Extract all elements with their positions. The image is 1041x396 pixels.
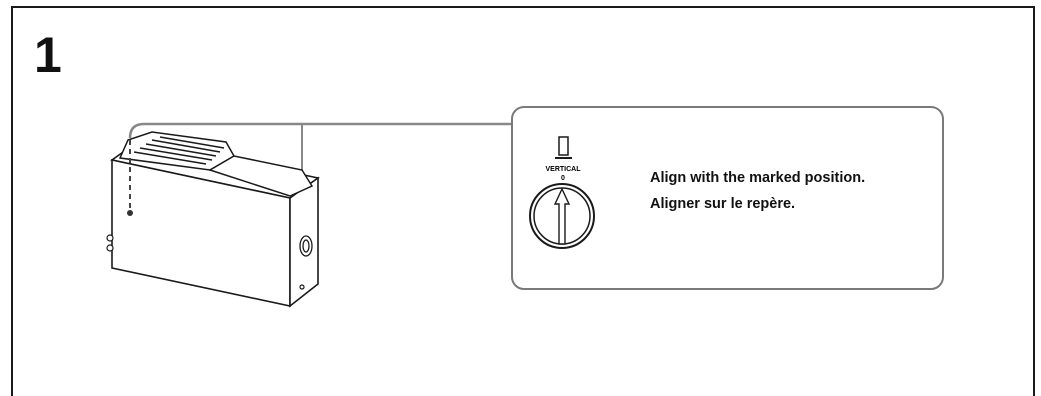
indicator-dot	[127, 210, 133, 216]
knob-mark: 0	[561, 175, 565, 182]
left-connectors	[106, 234, 114, 252]
instructions: Align with the marked position. Aligner …	[650, 170, 865, 222]
marker-icon	[558, 136, 569, 156]
vertical-knob-diagram: VERTICAL 0	[529, 136, 595, 249]
step-number: 1	[34, 27, 62, 83]
top-cover	[118, 131, 314, 197]
knob-label: VERTICAL	[546, 166, 582, 173]
instruction-french: Aligner sur le repère.	[650, 196, 796, 212]
device-illustration	[106, 122, 511, 308]
jack	[299, 284, 305, 290]
side-knob	[299, 235, 313, 257]
knob-arrow	[553, 187, 571, 245]
figure-frame	[11, 6, 1035, 396]
instruction-english: Align with the marked position.	[650, 170, 866, 186]
leader-line	[128, 122, 511, 139]
